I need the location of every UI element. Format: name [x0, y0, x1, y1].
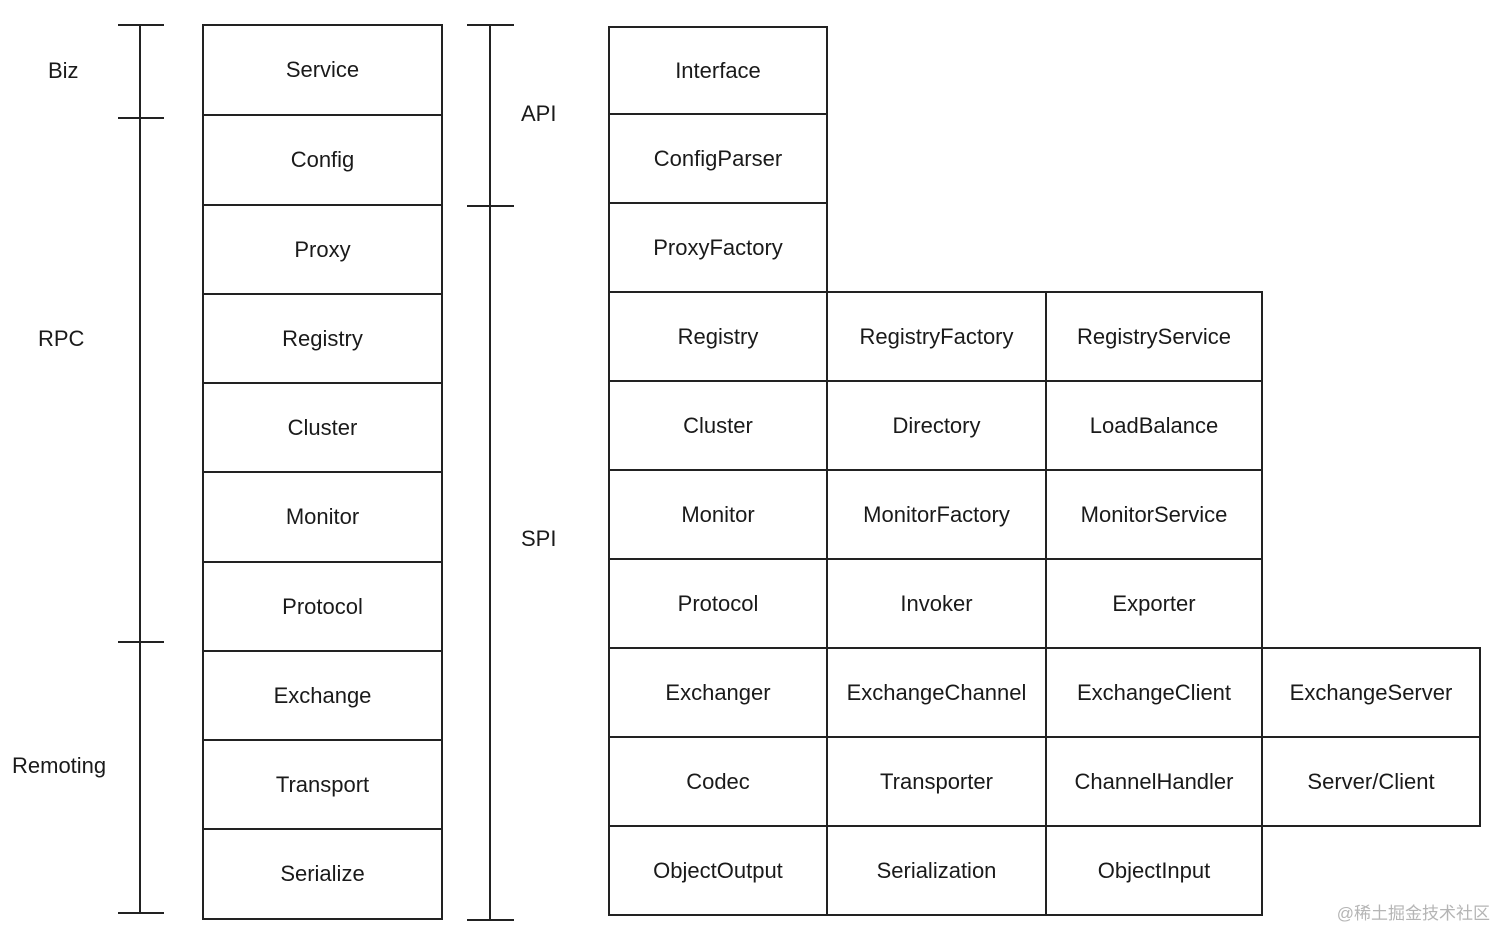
- interface-cell: ConfigParser: [608, 113, 828, 204]
- interface-cell: Directory: [826, 380, 1047, 471]
- interface-cell: Interface: [608, 26, 828, 115]
- interface-cell: ExchangeClient: [1045, 647, 1263, 738]
- layer-config: Config: [202, 114, 443, 206]
- left-bracket-tick-bottom: [118, 912, 164, 914]
- interface-cell: RegistryService: [1045, 291, 1263, 382]
- interface-cell: Exchanger: [608, 647, 828, 738]
- layer-service: Service: [202, 24, 443, 116]
- api-label: API: [521, 101, 557, 126]
- interface-cell: Registry: [608, 291, 828, 382]
- interface-cell: MonitorFactory: [826, 469, 1047, 560]
- layer-transport: Transport: [202, 739, 443, 830]
- interface-cell: Protocol: [608, 558, 828, 649]
- interface-cell: Invoker: [826, 558, 1047, 649]
- middle-bracket-tick-top: [467, 24, 514, 26]
- interface-cell: ChannelHandler: [1045, 736, 1263, 827]
- left-bracket-line: [139, 24, 141, 914]
- interface-cell: Exporter: [1045, 558, 1263, 649]
- watermark: @稀土掘金技术社区: [1336, 904, 1490, 923]
- layer-exchange: Exchange: [202, 650, 443, 741]
- interface-cell: Monitor: [608, 469, 828, 560]
- interface-cell: Cluster: [608, 380, 828, 471]
- biz-label: Biz: [48, 58, 79, 83]
- layer-registry: Registry: [202, 293, 443, 384]
- spi-label: SPI: [521, 526, 557, 551]
- middle-bracket-tick-api-spi: [467, 205, 514, 207]
- left-bracket-tick-top: [118, 24, 164, 26]
- remoting-label: Remoting: [12, 753, 107, 778]
- interface-cell: Serialization: [826, 825, 1047, 916]
- interface-cell: ExchangeServer: [1261, 647, 1481, 738]
- interface-cell: Transporter: [826, 736, 1047, 827]
- layer-proxy: Proxy: [202, 204, 443, 295]
- interface-cell: ExchangeChannel: [826, 647, 1047, 738]
- layer-monitor: Monitor: [202, 471, 443, 563]
- layer-serialize: Serialize: [202, 828, 443, 920]
- interface-cell: RegistryFactory: [826, 291, 1047, 382]
- layer-cluster: Cluster: [202, 382, 443, 473]
- interface-cell: MonitorService: [1045, 469, 1263, 560]
- middle-bracket-line: [489, 24, 491, 920]
- interface-cell: ObjectInput: [1045, 825, 1263, 916]
- interface-cell: ObjectOutput: [608, 825, 828, 916]
- left-bracket-tick-rpc-remoting: [118, 641, 164, 643]
- rpc-label: RPC: [38, 326, 85, 351]
- left-bracket-tick-biz-rpc: [118, 117, 164, 119]
- interface-cell: LoadBalance: [1045, 380, 1263, 471]
- interface-cell: ProxyFactory: [608, 202, 828, 293]
- middle-bracket-tick-bottom: [467, 919, 514, 921]
- layer-protocol: Protocol: [202, 561, 443, 652]
- interface-cell: Server/Client: [1261, 736, 1481, 827]
- interface-cell: Codec: [608, 736, 828, 827]
